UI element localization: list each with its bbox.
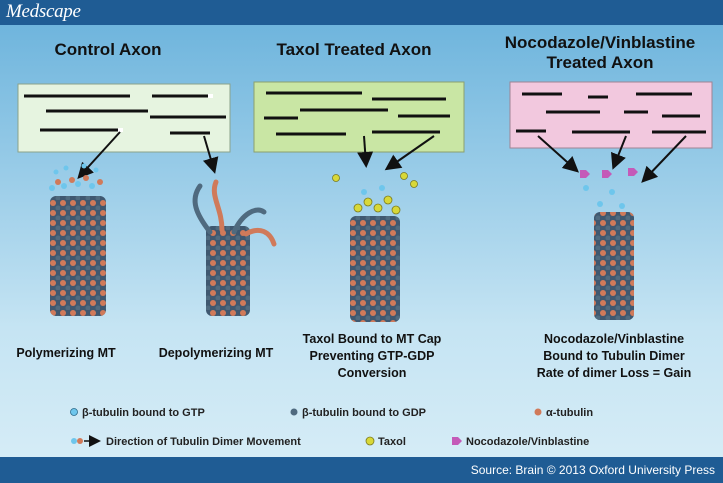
caption-noco-line3: Rate of dimer Loss = Gain <box>537 366 692 380</box>
caption-taxol-line3: Conversion <box>338 366 407 380</box>
legend-taxol-label: Taxol <box>378 436 406 448</box>
taxol-microtubule <box>350 216 400 322</box>
control-microtubule-lines <box>24 94 226 135</box>
taxol-cap-molecules <box>332 172 418 215</box>
legend: β-tubulin bound to GTP β-tubulin bound t… <box>70 407 593 448</box>
polymerizing-tip-dimers <box>49 163 103 191</box>
legend-gdp-swatch <box>290 408 298 416</box>
legend-direction-arrow-icon <box>71 435 101 447</box>
depolymerizing-microtubule <box>206 226 250 316</box>
legend-gtp-swatch <box>70 408 78 416</box>
caption-taxol-line1: Taxol Bound to MT Cap <box>303 332 442 346</box>
legend-taxol-swatch <box>365 436 375 446</box>
legend-direction-label: Direction of Tubulin Dimer Movement <box>106 436 301 448</box>
caption-noco-line1: Nocodazole/Vinblastine <box>544 332 684 346</box>
polymerizing-microtubule <box>50 196 106 316</box>
legend-noco-swatch <box>452 437 462 445</box>
legend-gtp-label: β-tubulin bound to GTP <box>82 407 205 419</box>
source-credit: Source: Brain © 2013 Oxford University P… <box>470 463 715 477</box>
caption-taxol-line2: Preventing GTP-GDP <box>309 349 434 363</box>
control-plus-end-cap <box>118 128 123 132</box>
medscape-logo[interactable]: Medscape <box>6 1 81 22</box>
heading-control: Control Axon <box>54 40 161 59</box>
legend-alpha-swatch <box>534 408 542 416</box>
depolymerizing-protofilaments <box>192 179 277 247</box>
noco-microtubule <box>594 212 634 320</box>
caption-depolymerizing: Depolymerizing MT <box>159 346 274 360</box>
header-bar: Medscape <box>0 0 723 25</box>
figure-diagram: Control Axon Taxol Treated Axon Nocodazo… <box>16 33 713 448</box>
pointer-arrows <box>77 131 687 183</box>
legend-noco-label: Nocodazole/Vinblastine <box>466 436 589 448</box>
heading-taxol: Taxol Treated Axon <box>277 40 432 59</box>
caption-polymerizing: Polymerizing MT <box>16 346 116 360</box>
legend-alpha-label: α-tubulin <box>546 407 593 419</box>
footer-bar: Source: Brain © 2013 Oxford University P… <box>0 457 723 483</box>
legend-gdp-label: β-tubulin bound to GDP <box>302 407 426 419</box>
control-plus-end-cap <box>208 94 213 98</box>
taxol-microtubule-lines <box>264 91 450 136</box>
heading-noco-line1: Nocodazole/Vinblastine <box>505 33 696 52</box>
noco-drug-molecules <box>580 168 638 209</box>
caption-noco-line2: Bound to Tubulin Dimer <box>543 349 685 363</box>
noco-microtubule-lines <box>516 92 706 134</box>
heading-noco-line2: Treated Axon <box>546 53 653 72</box>
